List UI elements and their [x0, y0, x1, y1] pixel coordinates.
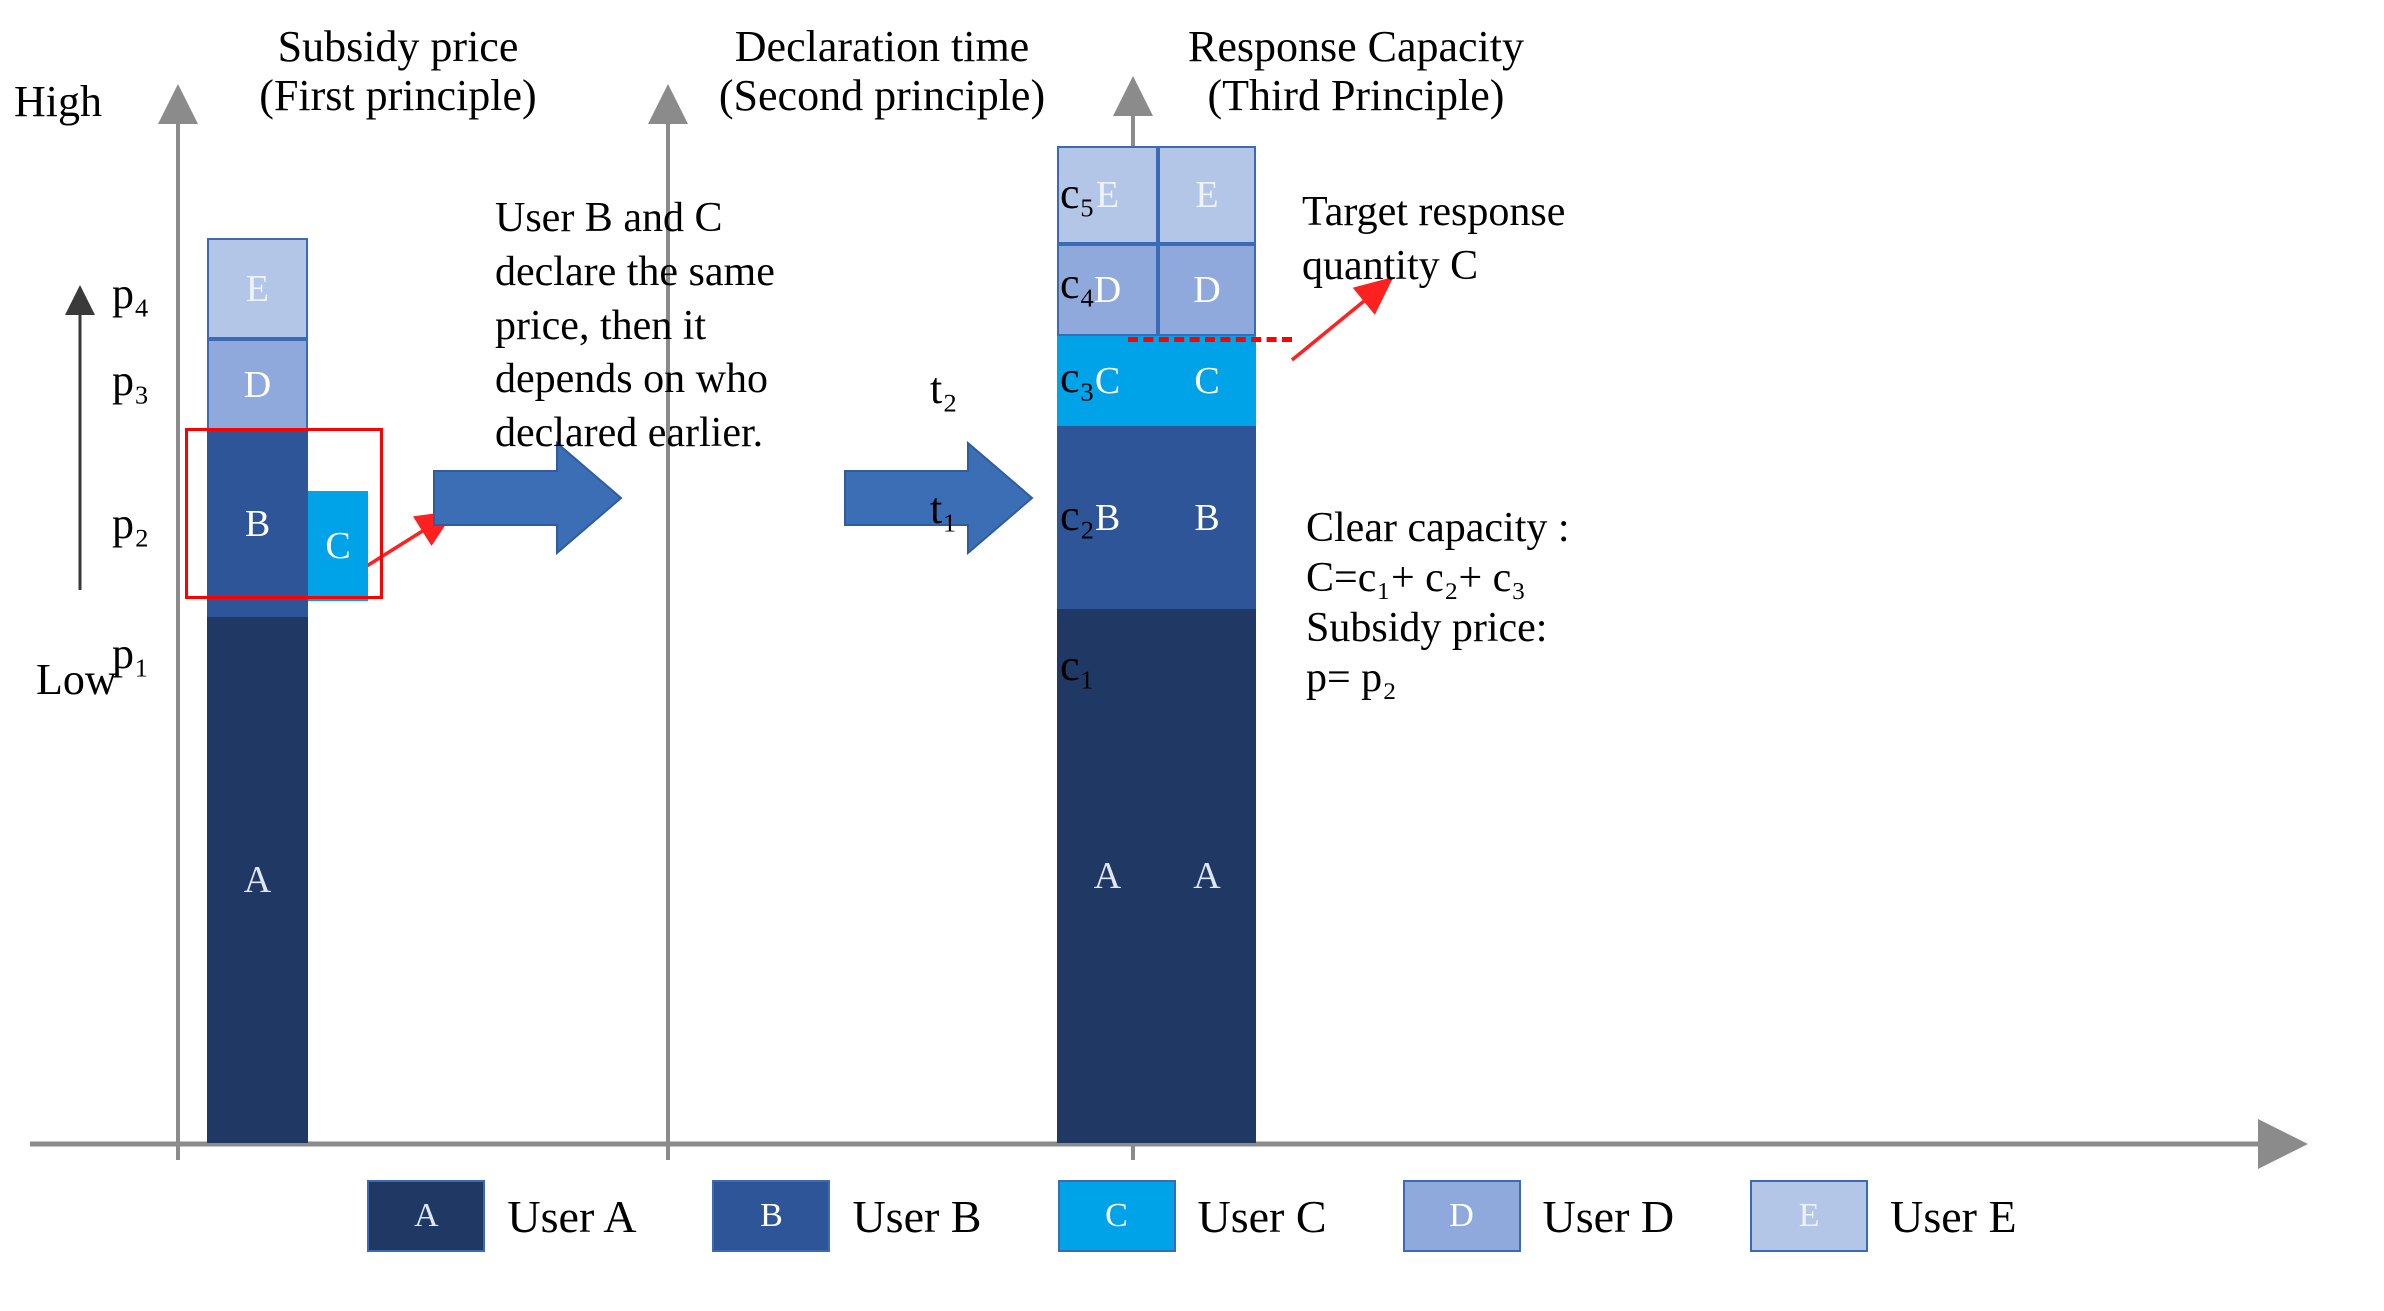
- panel3-segment-C[interactable]: C: [1158, 336, 1256, 426]
- legend-swatch-A: A: [367, 1180, 486, 1252]
- axis-high-label: High: [14, 77, 102, 126]
- legend-item-B[interactable]: B User B: [712, 1180, 982, 1252]
- panel2-segment-D[interactable]: D: [1057, 244, 1158, 336]
- clear-capacity-label: Clear capacity :: [1306, 505, 1570, 551]
- panel3-tick-c3: c₃: [1060, 353, 1095, 402]
- legend-swatch-E: E: [1750, 1180, 1869, 1252]
- panel3-tick-c1: c₁: [1060, 641, 1095, 690]
- panel1-tick-p1: p₁: [112, 629, 150, 678]
- panel2-segment-B[interactable]: B: [1057, 426, 1158, 609]
- legend-swatch-C: C: [1057, 1180, 1176, 1252]
- panel3-tick-c4: c₄: [1060, 259, 1095, 308]
- clear-capacity-formula: C=c₁+ c₂+ c₃: [1306, 555, 1526, 601]
- panel3-segment-D[interactable]: D: [1158, 244, 1256, 336]
- panel1-tick-p3: p₃: [112, 356, 150, 405]
- axis-low-label: Low: [36, 655, 117, 704]
- legend-label-C: User C: [1197, 1190, 1327, 1242]
- subsidy-price-formula: p= p₂: [1306, 655, 1397, 701]
- panel3-tick-c5: c₅: [1060, 169, 1095, 218]
- legend-item-D[interactable]: D User D: [1402, 1180, 1675, 1252]
- legend-swatch-B: B: [712, 1180, 831, 1252]
- panel1-title: Subsidy price(First principle): [259, 22, 537, 121]
- legend-swatch-D: D: [1402, 1180, 1521, 1252]
- panel1-segment-D[interactable]: D: [207, 339, 308, 430]
- panel2-segment-A[interactable]: A: [1057, 609, 1158, 1143]
- panel2-tick-t2: t₂: [930, 364, 958, 413]
- panel3-tick-c2: c₂: [1060, 491, 1095, 540]
- legend-item-C[interactable]: C User C: [1057, 1180, 1327, 1252]
- panel2-segment-C[interactable]: C: [1057, 336, 1158, 426]
- panel1-tick-p4: p₄: [112, 269, 150, 318]
- panel3-title: Response Capacity(Third Principle): [1187, 22, 1525, 121]
- panel2-tick-t1: t₁: [930, 484, 958, 533]
- legend: A User A B User B C User C D User D E Us…: [0, 1168, 2384, 1264]
- legend-label-A: User A: [507, 1190, 637, 1242]
- panel3-segment-A[interactable]: A: [1158, 609, 1256, 1143]
- target-note-text: Target response quantity C: [1302, 189, 1566, 289]
- panel3-segment-E[interactable]: E: [1158, 146, 1256, 244]
- subsidy-price-label: Subsidy price:: [1306, 605, 1548, 651]
- tie-note-text: User B and C declare the same price, the…: [495, 195, 775, 456]
- panel1-segment-C[interactable]: C: [308, 491, 368, 601]
- target-note-leader-line: [1290, 276, 1394, 362]
- target-capacity-dashed-line: [1128, 337, 1292, 342]
- panel2-title: Declaration time(Second principle): [718, 22, 1046, 121]
- legend-item-A[interactable]: A User A: [367, 1180, 636, 1252]
- panel1-segment-A[interactable]: A: [207, 617, 308, 1143]
- panel3-segment-B[interactable]: B: [1158, 426, 1256, 609]
- legend-label-D: User D: [1542, 1190, 1675, 1242]
- panel1-segment-B[interactable]: B: [207, 430, 308, 617]
- panel2-segment-E[interactable]: E: [1057, 146, 1158, 244]
- panel1-segment-E[interactable]: E: [207, 238, 308, 339]
- legend-item-E[interactable]: E User E: [1750, 1180, 2017, 1252]
- legend-label-B: User B: [852, 1190, 982, 1242]
- tie-highlight-box: [185, 428, 383, 599]
- legend-label-E: User E: [1890, 1190, 2017, 1242]
- panel1-tick-p2: p₂: [112, 499, 150, 548]
